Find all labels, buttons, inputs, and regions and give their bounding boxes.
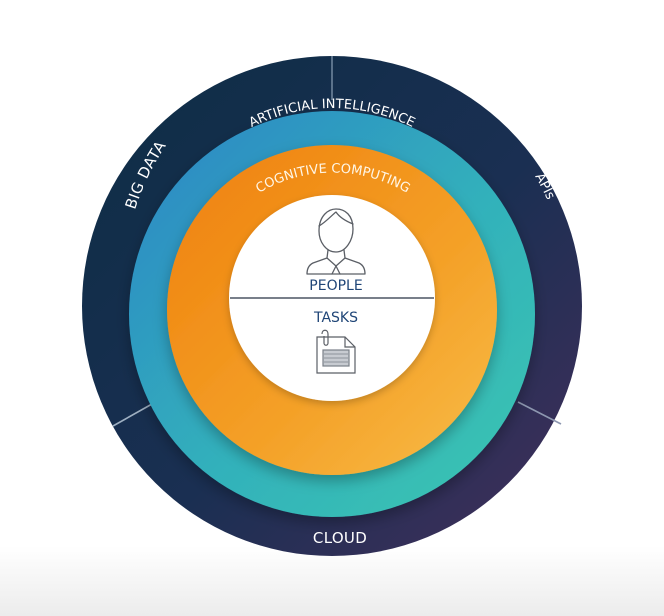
person-icon: [306, 208, 366, 275]
tasks-label: TASKS: [313, 310, 358, 326]
segment-divider-left: [112, 403, 153, 427]
segment-divider-right: [517, 401, 562, 425]
people-label: PEOPLE: [309, 278, 362, 294]
cloud-label: CLOUD: [313, 529, 367, 547]
document-icon: [316, 329, 356, 374]
bottom-fade: [0, 546, 664, 616]
